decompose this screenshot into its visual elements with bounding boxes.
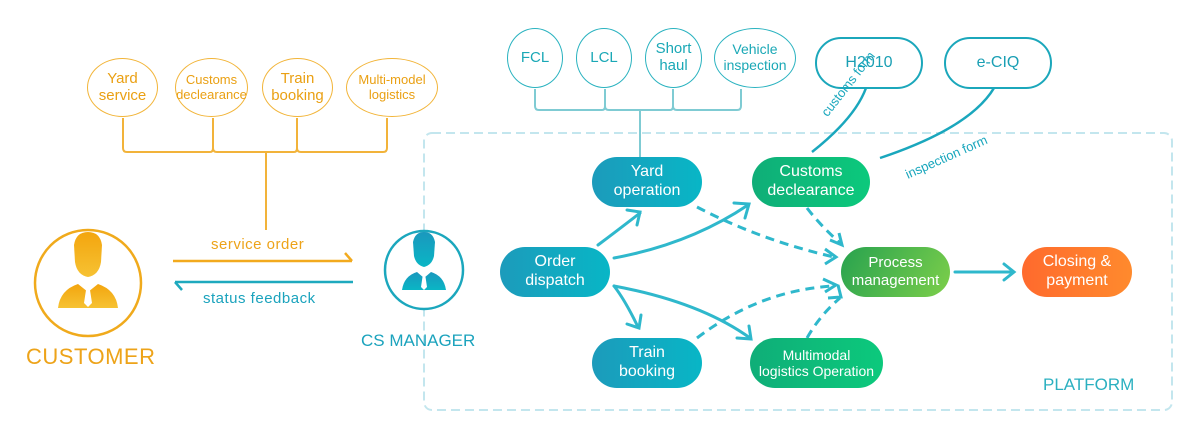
status-feedback-label: status feedback (203, 290, 316, 307)
dashed-arrows (696, 205, 842, 340)
node-yard-operation[interactable]: Yard operation (592, 157, 702, 207)
yard-options-bracket (534, 89, 742, 158)
cs-manager-label: CS MANAGER (361, 331, 476, 350)
node-process-management[interactable]: Process management (841, 247, 950, 297)
cs-manager-avatar (383, 229, 465, 311)
customer-services-bracket (122, 118, 388, 230)
platform-label: PLATFORM (1043, 375, 1135, 394)
service-train[interactable]: Train booking (262, 58, 333, 117)
node-order-dispatch[interactable]: Order dispatch (500, 247, 610, 297)
customer-avatar (33, 228, 143, 338)
option-short-haul[interactable]: Short haul (645, 28, 702, 88)
service-order-label: service order (211, 236, 305, 253)
node-closing-payment[interactable]: Closing & payment (1022, 247, 1132, 297)
inspection-form-link (879, 87, 996, 160)
option-vehicle-inspection[interactable]: Vehicle inspection (714, 28, 796, 88)
node-customs-declearance[interactable]: Customs declearance (752, 157, 870, 207)
service-order-arrow (173, 252, 353, 263)
node-multimodal-logistics[interactable]: Multimodal logistics Operation (750, 338, 883, 388)
node-train-booking[interactable]: Train booking (592, 338, 702, 388)
customer-label: CUSTOMER (26, 344, 156, 369)
service-yard[interactable]: Yard service (87, 58, 158, 117)
service-multimodel[interactable]: Multi-model logistics (346, 58, 438, 117)
dashed-arrowheads (822, 232, 845, 300)
option-fcl[interactable]: FCL (507, 28, 563, 88)
system-h2010[interactable]: H2010 (815, 37, 923, 89)
customs-form-link (811, 87, 868, 153)
status-feedback-arrow (174, 280, 353, 291)
system-e-ciq[interactable]: e-CIQ (944, 37, 1052, 89)
option-lcl[interactable]: LCL (576, 28, 632, 88)
dispatch-arrows (596, 201, 1017, 341)
service-customs[interactable]: Customs declearance (175, 58, 248, 117)
